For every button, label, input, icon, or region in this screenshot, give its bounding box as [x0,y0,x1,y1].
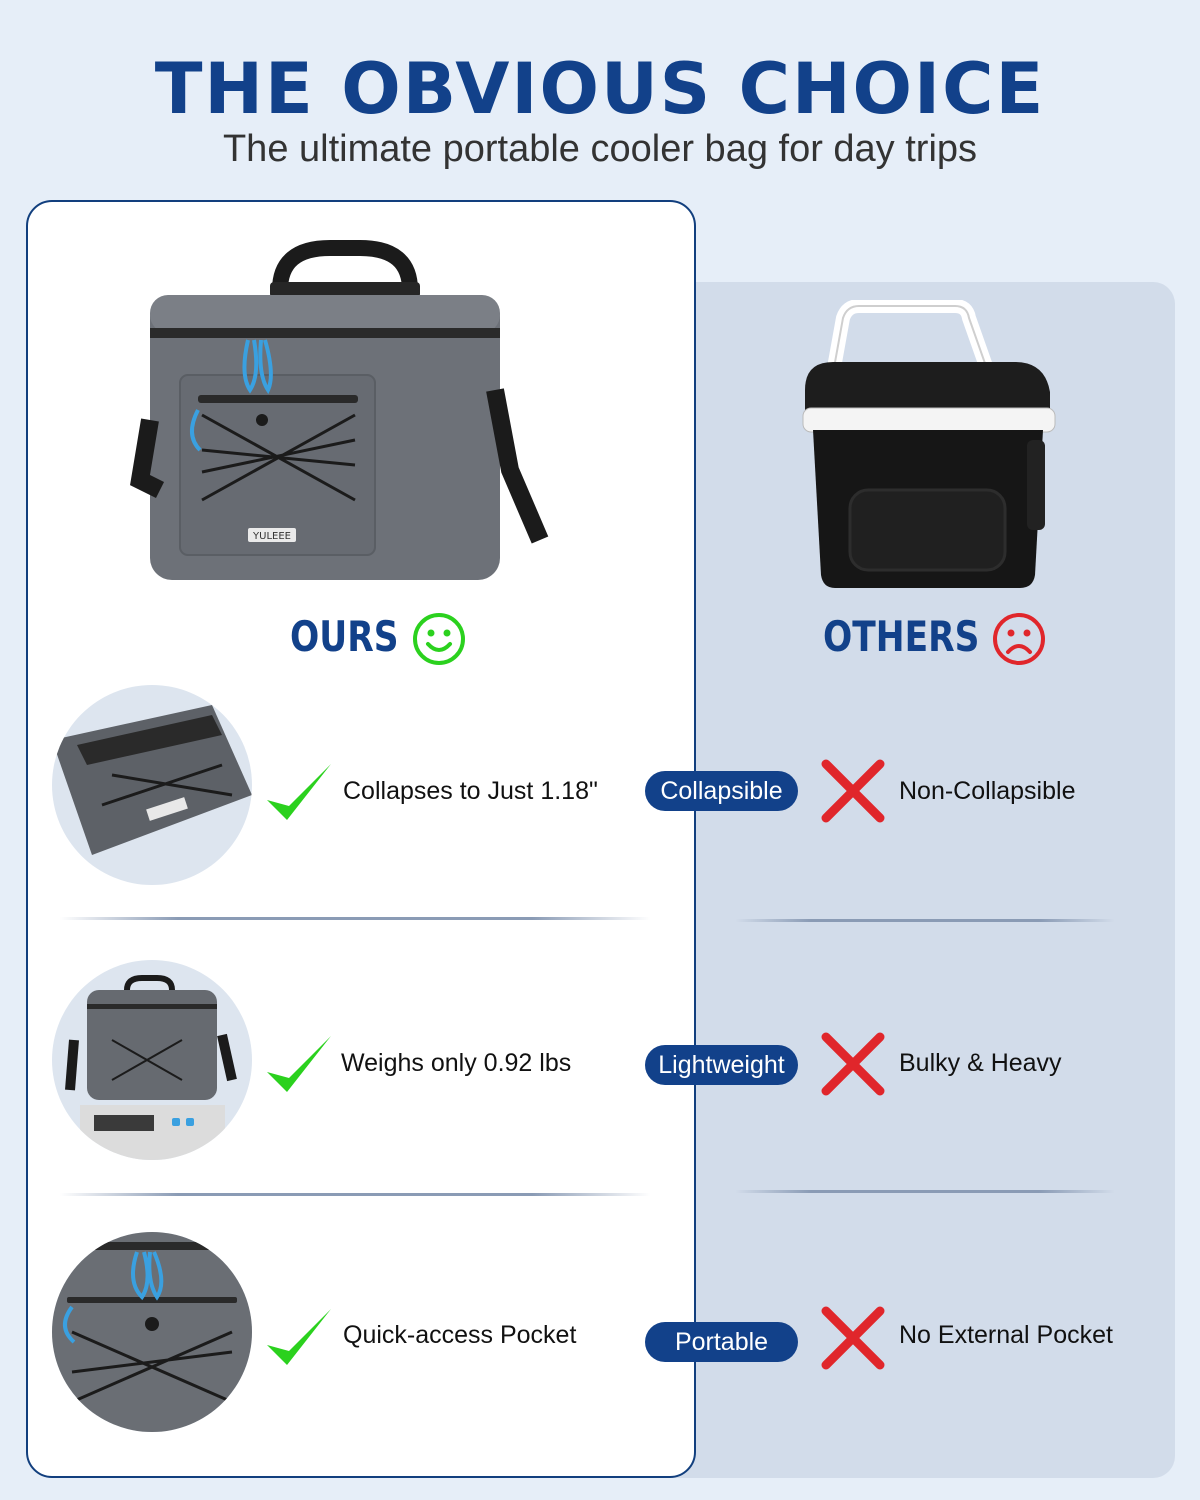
page-title: THE OBVIOUS CHOICE [154,48,1046,130]
ours-feature-collapsible: Collapses to Just 1.18" [343,777,598,805]
front-pocket-thumbnail [52,1232,252,1432]
cross-icon [821,1032,885,1096]
badge-portable: Portable [645,1322,798,1362]
ours-heading: OURS [290,612,399,661]
page-subtitle: The ultimate portable cooler bag for day… [222,128,978,170]
badge-collapsible: Collapsible [645,771,798,811]
others-feature-lightweight: Bulky & Heavy [899,1049,1062,1077]
check-icon [267,1309,331,1365]
badge-lightweight: Lightweight [645,1045,798,1085]
cooler-bag-image: YULEEE [130,240,549,580]
bag-on-scale-thumbnail [52,960,252,1160]
others-feature-collapsible: Non-Collapsible [899,777,1076,805]
collapsed-bag-thumbnail [52,685,252,885]
brand-label: YULEEE [252,531,291,542]
row-divider [60,1193,650,1196]
hard-cooler-image [802,300,1056,588]
check-icon [267,1036,331,1092]
smiley-face-icon [413,613,465,665]
ours-feature-lightweight: Weighs only 0.92 lbs [341,1049,572,1077]
cross-icon [821,1306,885,1370]
row-divider [735,1190,1115,1193]
row-divider [735,919,1115,922]
row-divider [60,917,650,920]
others-feature-pocket: No External Pocket [899,1321,1113,1349]
cross-icon [821,759,885,823]
check-icon [267,764,331,820]
ours-feature-pocket: Quick-access Pocket [343,1321,577,1349]
others-heading: OTHERS [823,612,980,661]
sad-face-icon [993,613,1045,665]
